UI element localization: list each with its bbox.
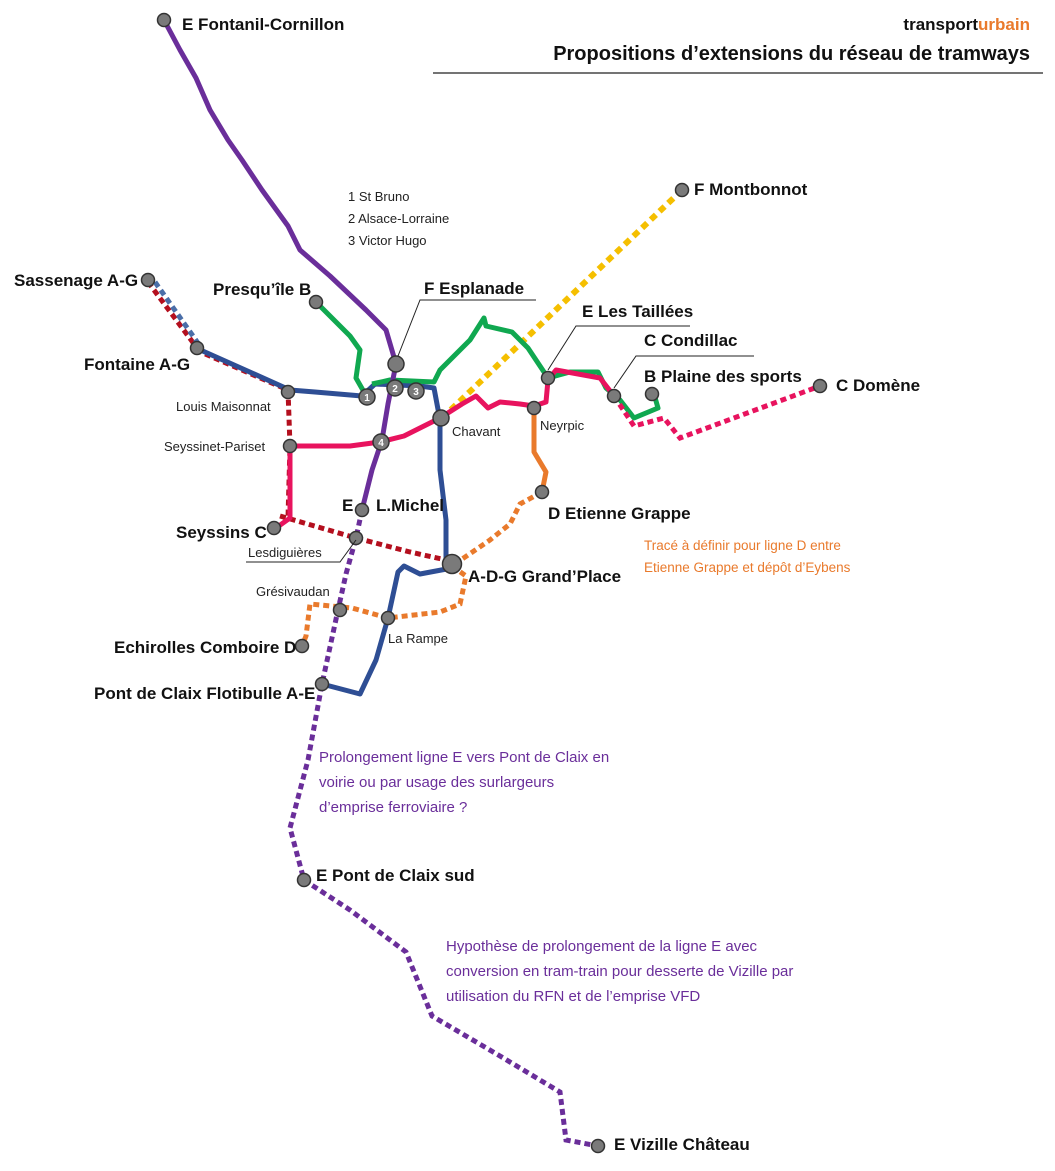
label-esplanade: F Esplanade bbox=[424, 279, 524, 298]
label-etienne-grappe: D Etienne Grappe bbox=[548, 504, 691, 523]
stop-number-4-marker bbox=[372, 433, 390, 451]
stop-gresivaudan bbox=[332, 602, 348, 618]
label-la-rampe: La Rampe bbox=[388, 631, 448, 646]
legend-item-3: 3 Victor Hugo bbox=[348, 233, 427, 248]
label-taillees: E Les Taillées bbox=[582, 302, 693, 321]
label-grand-place: A-D-G Grand’Place bbox=[468, 567, 621, 586]
label-fontanil: E Fontanil-Cornillon bbox=[182, 15, 344, 34]
line-a-dashed-sassenage bbox=[152, 280, 203, 348]
stop-number-4: 4 bbox=[378, 438, 384, 449]
stop-fontaine bbox=[189, 340, 205, 356]
stop-presquile bbox=[308, 294, 324, 310]
stop-comboire bbox=[294, 638, 310, 654]
stop-number-3: 3 bbox=[413, 387, 419, 398]
brand-part-transport: transport bbox=[903, 15, 978, 34]
label-vizille: E Vizille Château bbox=[614, 1135, 750, 1154]
stop-st-bruno bbox=[358, 388, 376, 406]
label-gresivaudan: Grésivaudan bbox=[256, 584, 330, 599]
stop-grand-place bbox=[441, 553, 463, 575]
line-d-extension bbox=[299, 489, 544, 647]
stop-alsace-lorraine bbox=[386, 379, 404, 397]
leader-esplanade bbox=[397, 299, 536, 357]
brand-logo: transporturbain bbox=[903, 15, 1030, 34]
label-flotibulle: Pont de Claix Flotibulle A-E bbox=[94, 684, 315, 703]
note-line-d-2: Etienne Grappe et dépôt d’Eybens bbox=[644, 560, 851, 575]
stop-l-michel bbox=[354, 502, 370, 518]
note-line-e-ext-1: Prolongement ligne E vers Pont de Claix … bbox=[319, 749, 609, 766]
label-montbonnot: F Montbonnot bbox=[694, 180, 808, 199]
label-domene: C Domène bbox=[836, 376, 920, 395]
stop-sassenage bbox=[140, 272, 156, 288]
stop-condillac bbox=[606, 388, 622, 404]
note-tram-train-3: utilisation du RFN et de l’emprise VFD bbox=[446, 988, 700, 1005]
legend-item-1: 1 St Bruno bbox=[348, 189, 409, 204]
brand-part-urbain: urbain bbox=[978, 15, 1030, 34]
note-line-d-1: Tracé à définir pour ligne D entre bbox=[644, 538, 841, 553]
stop-number-1: 1 bbox=[364, 393, 370, 404]
label-seyssinet: Seyssinet-Pariset bbox=[164, 439, 266, 454]
stop-number-2: 2 bbox=[392, 384, 398, 395]
leader-lines bbox=[246, 299, 754, 563]
stop-vizille bbox=[590, 1138, 606, 1154]
line-b bbox=[314, 300, 661, 421]
stop-seyssins bbox=[266, 520, 282, 536]
label-l-michel-line: E bbox=[342, 496, 353, 515]
label-fontaine: Fontaine A-G bbox=[84, 355, 190, 374]
stop-victor-hugo bbox=[407, 382, 425, 400]
stop-plaine-sports bbox=[644, 386, 660, 402]
stop-pdc-sud bbox=[296, 872, 312, 888]
leader-lesdiguieres bbox=[246, 539, 357, 563]
stop-lesdiguieres bbox=[348, 530, 364, 546]
label-neyrpic: Neyrpic bbox=[540, 418, 585, 433]
stop-louis-maisonnat bbox=[280, 384, 296, 400]
stop-flotibulle bbox=[314, 676, 330, 692]
label-pdc-sud: E Pont de Claix sud bbox=[316, 866, 475, 885]
note-tram-train-1: Hypothèse de prolongement de la ligne E … bbox=[446, 938, 758, 955]
label-l-michel: L.Michel bbox=[376, 496, 444, 515]
stop-neyrpic bbox=[526, 400, 542, 416]
label-chavant: Chavant bbox=[452, 424, 501, 439]
map-title: Propositions d’extensions du réseau de t… bbox=[553, 43, 1030, 65]
leader-condillac bbox=[613, 355, 754, 389]
label-sassenage: Sassenage A-G bbox=[14, 271, 138, 290]
line-e bbox=[161, 18, 399, 511]
label-lesdiguieres: Lesdiguières bbox=[248, 545, 322, 560]
stop-taillees bbox=[540, 370, 556, 386]
label-plaine-sports: B Plaine des sports bbox=[644, 367, 802, 386]
label-comboire: Echirolles Comboire D bbox=[114, 638, 296, 657]
stop-domene bbox=[812, 378, 828, 394]
stop-esplanade bbox=[387, 355, 405, 373]
note-line-e-ext-2: voirie ou par usage des surlargeurs bbox=[319, 774, 554, 791]
stop-etienne-grappe bbox=[534, 484, 550, 500]
label-louis-maisonnat: Louis Maisonnat bbox=[176, 399, 271, 414]
note-tram-train-2: conversion en tram-train pour desserte d… bbox=[446, 963, 793, 980]
label-condillac: C Condillac bbox=[644, 331, 738, 350]
stop-montbonnot bbox=[674, 182, 690, 198]
legend-item-2: 2 Alsace-Lorraine bbox=[348, 211, 449, 226]
stop-fontanil bbox=[156, 12, 172, 28]
label-presquile: Presqu’île B bbox=[213, 280, 311, 299]
stop-la-rampe bbox=[380, 610, 396, 626]
label-seyssins: Seyssins C bbox=[176, 523, 267, 542]
stop-seyssinet bbox=[282, 438, 298, 454]
line-f-extension bbox=[437, 187, 685, 423]
line-c-extension-domene bbox=[611, 383, 821, 441]
note-line-e-ext-3: d’emprise ferroviaire ? bbox=[319, 799, 467, 816]
line-g-dashed-south bbox=[279, 513, 447, 563]
stop-chavant bbox=[432, 409, 450, 427]
leader-taillees bbox=[547, 325, 690, 371]
line-d bbox=[531, 406, 549, 493]
